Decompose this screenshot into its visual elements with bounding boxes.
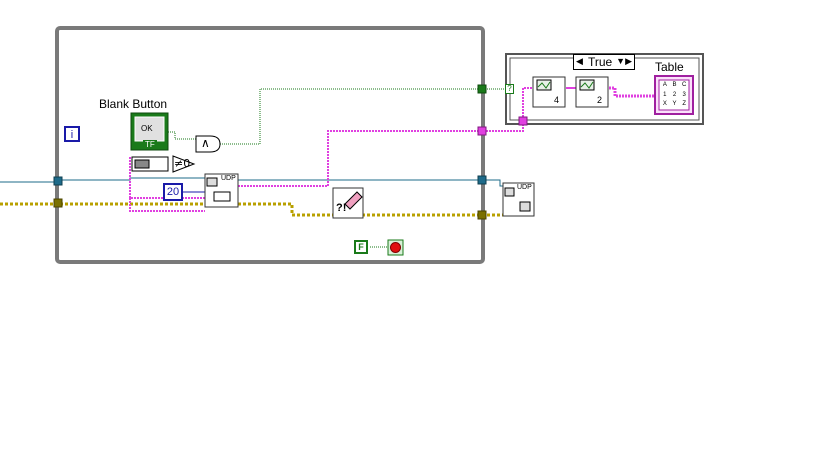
table-label: Table: [655, 60, 684, 74]
false-constant[interactable]: F: [354, 240, 368, 254]
and-gate-icon[interactable]: [195, 135, 221, 153]
udp-close-label: UDP: [517, 184, 532, 191]
timeout-constant[interactable]: 20: [163, 183, 183, 201]
subvi-1-value: 4: [554, 95, 560, 105]
data-wire-table: [609, 86, 655, 98]
tunnel-network-in[interactable]: [53, 176, 63, 186]
false-constant-value: F: [358, 242, 364, 252]
udp-close-computer-icon-2: [519, 201, 531, 212]
subvi-2-value: 2: [597, 95, 603, 105]
boolean-wire: [220, 88, 506, 145]
and-gate-symbol: ∧: [201, 136, 210, 150]
table-cell: A: [662, 82, 667, 88]
stop-icon: [390, 242, 401, 253]
blank-button-type: TF: [143, 140, 157, 149]
subvi-1-graph-line: [537, 81, 551, 89]
tunnel-boolean-out[interactable]: [477, 84, 487, 94]
case-selector-tunnel-glyph: ?: [507, 84, 512, 93]
table-cell: Z: [682, 101, 686, 108]
not-equal-zero-text: ≠0: [174, 157, 191, 170]
iteration-terminal[interactable]: i: [64, 126, 80, 142]
case-selector-left-arrow[interactable]: ◀: [576, 56, 583, 66]
table-grid: A B C 1 2 3 X Y Z: [660, 81, 689, 110]
case-selector-tunnel[interactable]: ?: [505, 84, 514, 94]
subvi-2-graph-line: [580, 81, 594, 89]
udp-read-keyboard-icon: [213, 191, 231, 202]
case-selector-right-arrow[interactable]: ▼▶: [616, 56, 632, 66]
table-cell: Y: [672, 101, 677, 108]
table-cell: 2: [672, 91, 677, 98]
eraser-icon: [344, 191, 363, 210]
not-equal-zero-icon[interactable]: [172, 155, 196, 173]
case-tunnel-data[interactable]: [518, 116, 528, 126]
table-cell: 1: [663, 91, 667, 98]
table-cell: X: [662, 101, 667, 108]
data-wire-up: [238, 87, 533, 187]
tunnel-error-out[interactable]: [477, 210, 487, 220]
table-cell: 3: [682, 91, 686, 98]
table-cell: B: [672, 82, 677, 88]
iteration-terminal-label: i: [70, 129, 74, 141]
error-wire-out: [238, 202, 506, 217]
tunnel-error-in[interactable]: [53, 198, 63, 208]
blank-button-ok-text: OK: [141, 124, 153, 133]
case-selector-value: True: [588, 55, 613, 69]
udp-connection-wire: [0, 177, 206, 183]
case-selector[interactable]: ◀ True ▼▶: [573, 54, 635, 70]
tunnel-network-out[interactable]: [477, 175, 487, 185]
clear-errors-glyph: ?!: [336, 202, 347, 214]
timeout-constant-value: 20: [166, 186, 180, 198]
typecast-pattern-icon: [134, 159, 150, 169]
udp-connection-wire-2: [238, 179, 506, 187]
boolean-wire-2: [168, 131, 196, 140]
while-loop-frame[interactable]: [55, 26, 485, 264]
data-wire-loop-bottom: [129, 198, 205, 212]
table-terminal-inner: [658, 79, 690, 111]
udp-close-computer-icon: [504, 187, 515, 197]
blank-button-label: Blank Button: [99, 97, 168, 111]
table-cell: C: [681, 82, 687, 88]
udp-read-label: UDP: [221, 175, 236, 182]
tunnel-data-out[interactable]: [477, 126, 487, 136]
udp-read-computer-icon: [206, 177, 218, 187]
